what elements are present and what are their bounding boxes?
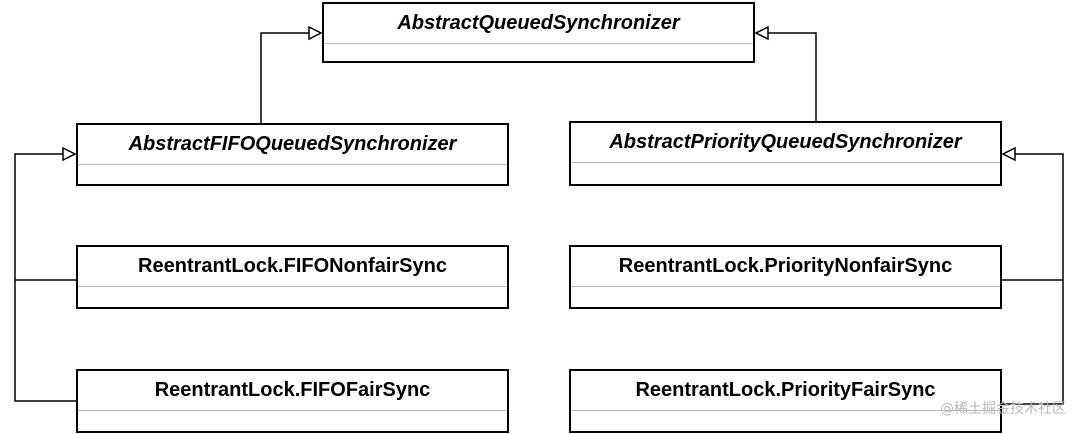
class-name-aqs: AbstractQueuedSynchronizer: [397, 11, 680, 34]
generalization-priority-fair-to-priority-aqs: [999, 153, 1064, 405]
class-abstract-fifo-queued-synchronizer: AbstractFIFOQueuedSynchronizer: [76, 123, 509, 186]
class-reentrantlock-fifo-fair-sync: ReentrantLock.FIFOFairSync: [76, 369, 509, 433]
class-name-fifo-nonfair: ReentrantLock.FIFONonfairSync: [138, 254, 447, 277]
generalization-arrowhead-priority: [1001, 146, 1016, 162]
class-name-fifo-aqs: AbstractFIFOQueuedSynchronizer: [128, 132, 457, 155]
generalization-arrowhead-fifo: [62, 146, 77, 162]
generalization-fifo-aqs-to-aqs: [260, 32, 309, 124]
class-name-priority-aqs: AbstractPriorityQueuedSynchronizer: [609, 130, 962, 153]
generalization-fifo-fair-to-fifo-aqs: [14, 153, 77, 402]
class-compartment-divider: [571, 286, 1000, 287]
class-name-priority-nonfair: ReentrantLock.PriorityNonfairSync: [618, 254, 953, 277]
watermark: @稀土掘金技术社区: [940, 401, 1066, 417]
class-compartment-divider: [571, 162, 1000, 163]
class-compartment-divider: [78, 410, 507, 411]
generalization-priority-aqs-to-aqs: [768, 32, 817, 122]
class-compartment-divider: [78, 164, 507, 165]
class-reentrantlock-priority-fair-sync: ReentrantLock.PriorityFairSync: [569, 369, 1002, 433]
class-compartment-divider: [78, 286, 507, 287]
class-abstract-queued-synchronizer: AbstractQueuedSynchronizer: [322, 2, 755, 63]
class-reentrantlock-priority-nonfair-sync: ReentrantLock.PriorityNonfairSync: [569, 245, 1002, 309]
generalization-arrowhead-right: [754, 25, 769, 41]
generalization-arrowhead-left: [308, 25, 323, 41]
class-compartment-divider: [571, 410, 1000, 411]
class-abstract-priority-queued-synchronizer: AbstractPriorityQueuedSynchronizer: [569, 121, 1002, 186]
class-name-fifo-fair: ReentrantLock.FIFOFairSync: [154, 378, 431, 401]
class-compartment-divider: [324, 43, 753, 44]
class-reentrantlock-fifo-nonfair-sync: ReentrantLock.FIFONonfairSync: [76, 245, 509, 309]
class-name-priority-fair: ReentrantLock.PriorityFairSync: [635, 378, 936, 401]
